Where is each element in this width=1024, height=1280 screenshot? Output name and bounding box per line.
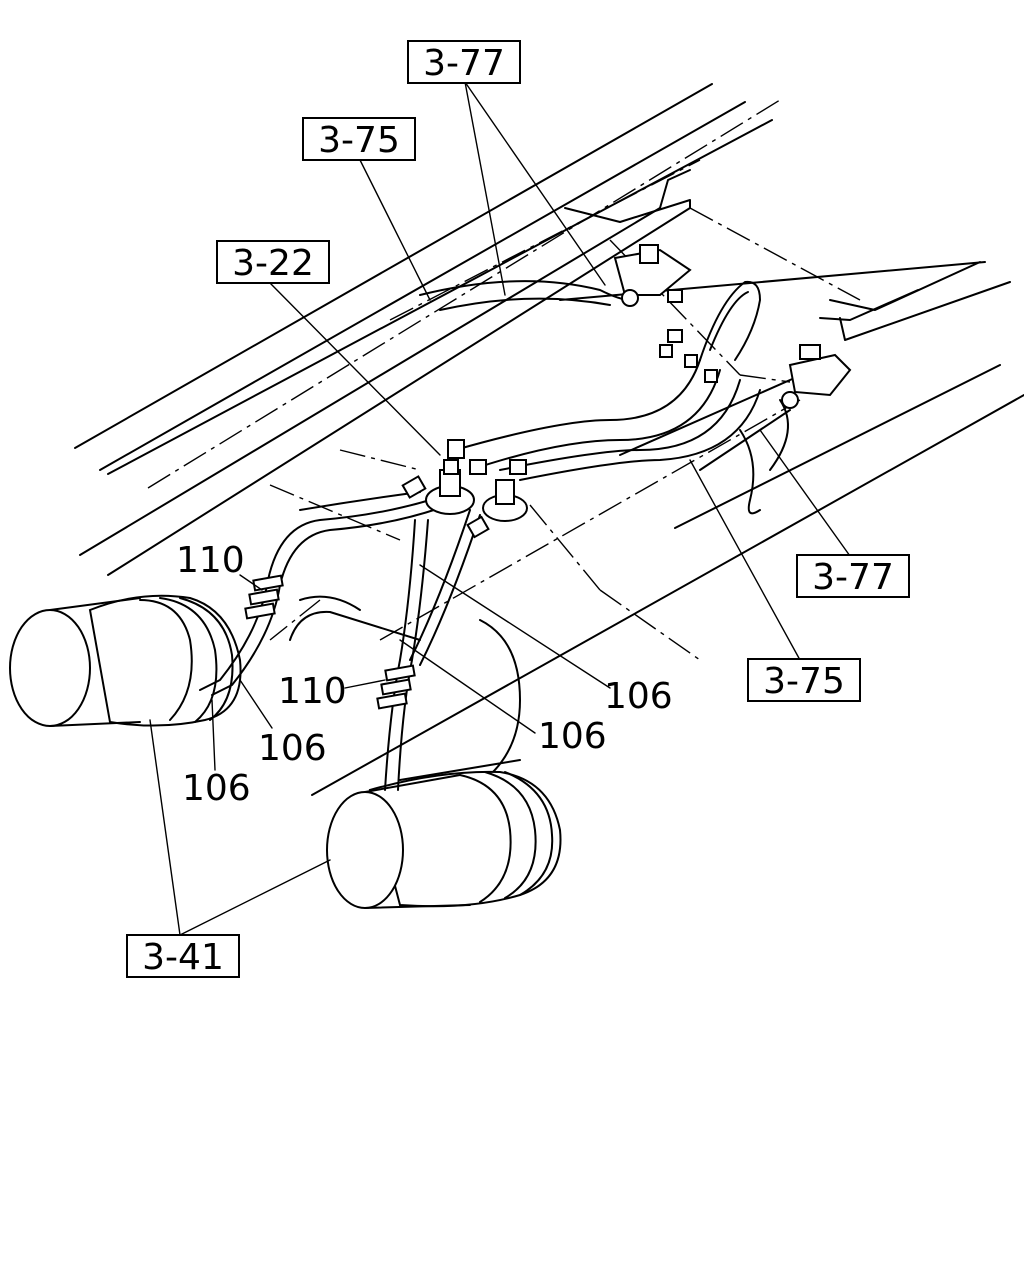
relay-valves (401, 244, 852, 539)
hidden-lines (147, 99, 861, 661)
callout-3-75-right: 3-75 (747, 658, 861, 702)
callout-3-77-right-text: 3-77 (812, 557, 894, 598)
callout-3-77-top-text: 3-77 (423, 43, 505, 84)
part-110-left: 110 (176, 540, 245, 581)
callout-3-75-top: 3-75 (302, 117, 416, 161)
callout-3-22-text: 3-22 (232, 243, 314, 284)
callout-3-75-top-text: 3-75 (318, 120, 400, 161)
callout-3-75-right-text: 3-75 (763, 661, 845, 702)
part-106-a: 106 (604, 676, 673, 717)
callout-3-41: 3-41 (126, 934, 240, 978)
right-brake-chamber (326, 770, 562, 909)
axle-housing (289, 595, 521, 791)
part-110-center: 110 (278, 671, 347, 712)
part-106-c: 106 (258, 728, 327, 769)
brake-hoses (199, 491, 481, 791)
frame-rails (74, 83, 1024, 796)
callout-3-77-right: 3-77 (796, 554, 910, 598)
part-106-d: 106 (182, 768, 251, 809)
leader-lines (149, 81, 851, 936)
callout-3-41-text: 3-41 (142, 937, 224, 978)
left-brake-chamber (9, 594, 242, 727)
part-106-b: 106 (538, 716, 607, 757)
callout-3-22: 3-22 (216, 240, 330, 284)
callout-3-77-top: 3-77 (407, 40, 521, 84)
